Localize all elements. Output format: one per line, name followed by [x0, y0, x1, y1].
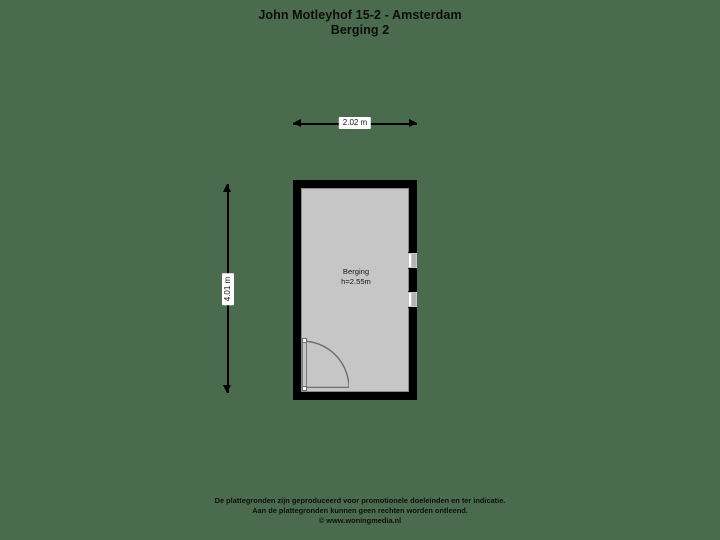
door-group	[293, 337, 351, 393]
room-name: Berging	[342, 267, 370, 276]
window-lower-icon	[408, 291, 417, 308]
page-title: John Motleyhof 15-2 - Amsterdam	[258, 8, 462, 22]
window-upper-icon	[408, 252, 417, 269]
page-subtitle: Berging 2	[330, 23, 390, 37]
room-walls: Berging h=2.55m	[293, 180, 417, 400]
dimension-width-arrow-right-icon	[409, 119, 417, 127]
dimension-height-arrow-top-icon	[223, 184, 232, 192]
footer-line-2: Aan de plattegronden kunnen geen rechten…	[252, 506, 468, 515]
footer-line-3: © www.woningmedia.nl	[318, 516, 402, 525]
door-hinge-top-icon	[302, 338, 307, 343]
room-floor: Berging h=2.55m	[301, 188, 409, 392]
door-hinge-bottom-icon	[302, 386, 307, 391]
dimension-width-arrow-left-icon	[293, 119, 301, 127]
dimension-width: 2.02 m	[293, 117, 417, 131]
room-height: h=2.55m	[341, 277, 371, 286]
dimension-height-arrow-bottom-icon	[223, 385, 232, 393]
room-label: Berging h=2.55m	[302, 267, 408, 287]
footer-line-1: De plattegronden zijn geproduceerd voor …	[214, 496, 506, 505]
dimension-width-label: 2.02 m	[338, 117, 372, 129]
dimension-height: 4.01 m	[221, 184, 235, 393]
title-block: John Motleyhof 15-2 - Amsterdam Berging …	[0, 8, 720, 38]
door-panel	[302, 340, 307, 388]
footer-disclaimer: De plattegronden zijn geproduceerd voor …	[0, 496, 720, 526]
door-swing-arc-icon	[301, 340, 349, 388]
dimension-height-label: 4.01 m	[222, 272, 234, 305]
